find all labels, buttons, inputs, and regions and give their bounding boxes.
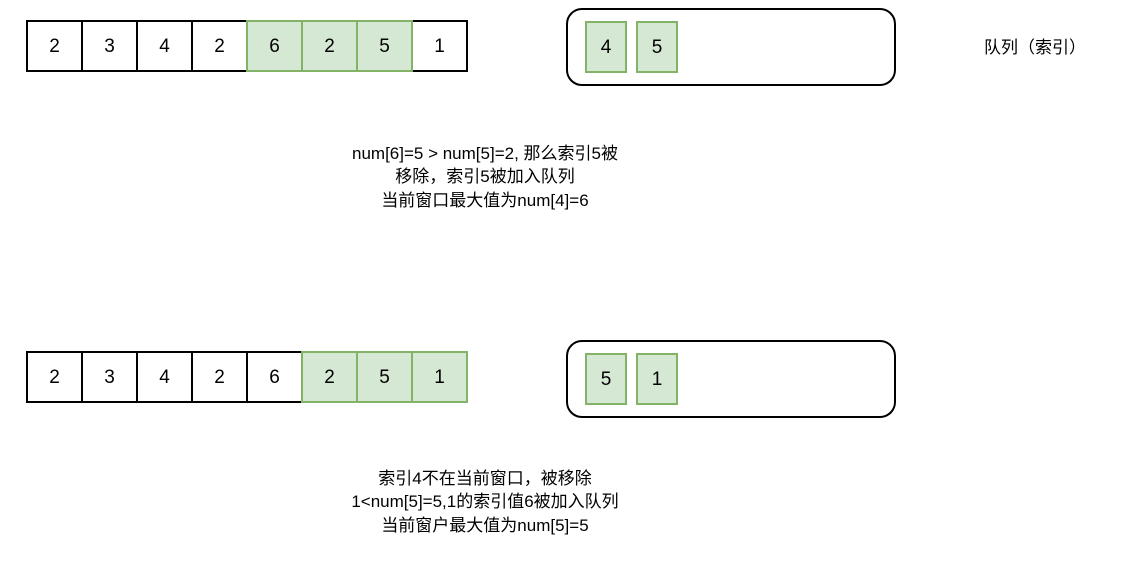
caption-step-1: num[6]=5 > num[5]=2, 那么索引5被移除，索引5被加入队列当前… [189,142,781,212]
caption-line: 1<num[5]=5,1的索引值6被加入队列 [351,492,619,512]
caption-line: 当前窗户最大值为num[5]=5 [381,515,589,535]
array-cell: 2 [191,351,248,403]
array-cell: 3 [81,20,138,72]
array-cell: 1 [411,351,468,403]
array-cell: 6 [246,20,303,72]
array-cell: 4 [136,20,193,72]
array-cell: 1 [411,20,468,72]
queue-cell: 4 [585,21,627,73]
caption-step-2: 索引4不在当前窗口，被移除 1<num[5]=5,1的索引值6被加入队列当前窗户最… [189,467,781,537]
queue-label: 队列（索引） [984,38,1086,57]
queue-cell: 1 [636,353,678,405]
array-cell: 2 [301,20,358,72]
array-cell: 6 [246,351,303,403]
array-cell: 2 [26,351,83,403]
array-cell: 2 [26,20,83,72]
array-cell: 4 [136,351,193,403]
array-cell: 5 [356,351,413,403]
caption-line: 当前窗口最大值为num[4]=6 [381,190,589,210]
queue-cell: 5 [636,21,678,73]
array-cell: 5 [356,20,413,72]
caption-line: 移除，索引5被加入队列 [395,167,575,187]
caption-line: num[6]=5 > num[5]=2, 那么索引5被 [352,144,618,163]
caption-line: 索引4不在当前窗口，被移除 [378,469,592,488]
array-cell: 2 [301,351,358,403]
queue-cell: 5 [585,353,627,405]
array-cell: 2 [191,20,248,72]
array-cell: 3 [81,351,138,403]
